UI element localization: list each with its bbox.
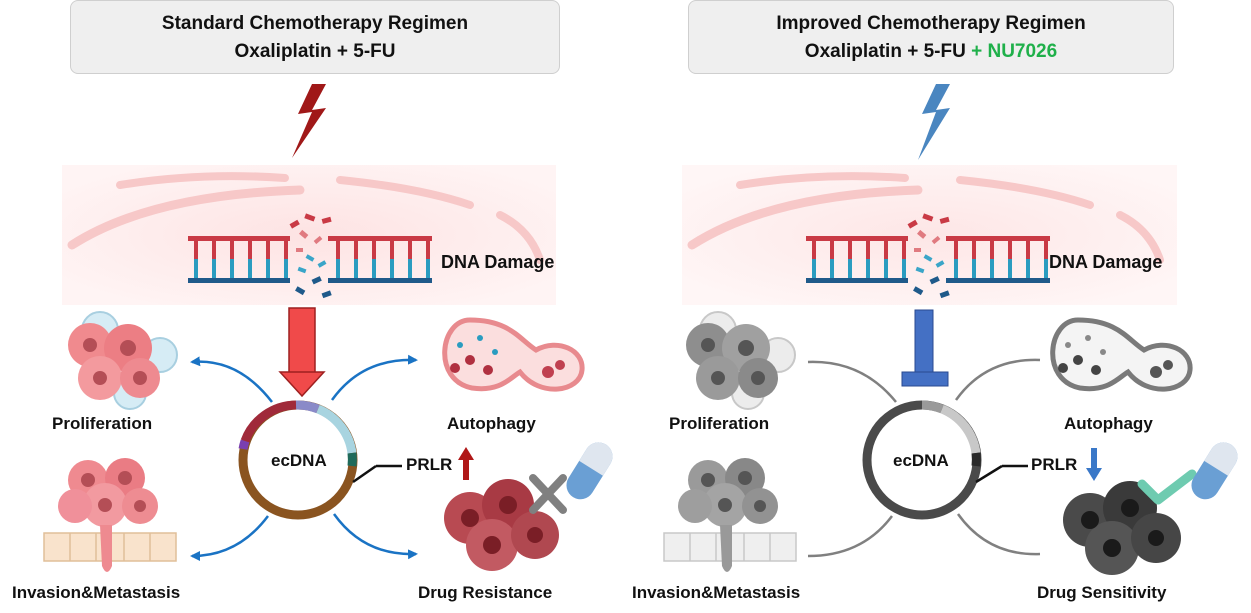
left-autophagosome-icon (442, 317, 585, 392)
right-proliferation-cells (686, 311, 796, 410)
right-outcome-label: Drug Sensitivity (1037, 583, 1167, 602)
left-capsule-icon (566, 442, 613, 500)
left-invasion-cells (43, 458, 177, 572)
right-ecdna-ring (862, 400, 982, 520)
right-check-mark-icon (1137, 469, 1197, 505)
right-invasion-cells (663, 458, 797, 572)
right-regimen-title: Improved Chemotherapy Regimen (776, 13, 1086, 34)
right-down-arrow-icon (1086, 448, 1102, 481)
left-autophagy-label: Autophagy (447, 414, 536, 433)
left-prlr-label: PRLR (406, 455, 453, 474)
left-dna-damage-label: DNA Damage (441, 252, 555, 272)
left-ecdna-label: ecDNA (271, 451, 327, 470)
right-dna-damage-label: DNA Damage (1049, 252, 1163, 272)
right-dna-icon (806, 213, 1050, 299)
right-inhibit-bar (901, 309, 949, 387)
right-lightning-icon (918, 84, 950, 160)
right-added-drug: + NU7026 (971, 41, 1058, 62)
left-regimen-box: Standard Chemotherapy Regimen Oxaliplati… (70, 0, 560, 74)
right-autophagosome-icon (1050, 317, 1193, 392)
left-cell-background (62, 165, 556, 305)
right-ecdna-label: ecDNA (893, 451, 949, 470)
left-outcome-label: Drug Resistance (418, 583, 553, 602)
left-dna-icon (188, 213, 432, 299)
right-drug-sensitivity-cells (1063, 481, 1181, 575)
left-regimen-drugs: Oxaliplatin + 5-FU (234, 41, 396, 62)
left-up-arrow-icon (458, 447, 474, 480)
right-capsule-icon (1191, 442, 1238, 500)
left-drug-resistance-cells (444, 479, 559, 571)
right-regimen-box: Improved Chemotherapy Regimen Oxaliplati… (688, 0, 1174, 74)
right-proliferation-label: Proliferation (669, 414, 770, 433)
left-lightning-icon (292, 84, 326, 158)
right-autophagy-label: Autophagy (1064, 414, 1153, 433)
right-regimen-drugs: Oxaliplatin + 5-FU (804, 41, 966, 62)
left-invasion-label: Invasion&Metastasis (12, 583, 181, 602)
right-invasion-label: Invasion&Metastasis (632, 583, 801, 602)
left-induce-arrow (278, 307, 326, 398)
left-x-mark-icon (529, 474, 567, 514)
left-proliferation-label: Proliferation (52, 414, 153, 433)
right-prlr-label: PRLR (1031, 455, 1078, 474)
left-regimen-title: Standard Chemotherapy Regimen (161, 13, 469, 34)
left-proliferation-cells (68, 311, 178, 410)
left-ecdna-ring (238, 400, 358, 520)
right-cell-background (682, 165, 1177, 305)
